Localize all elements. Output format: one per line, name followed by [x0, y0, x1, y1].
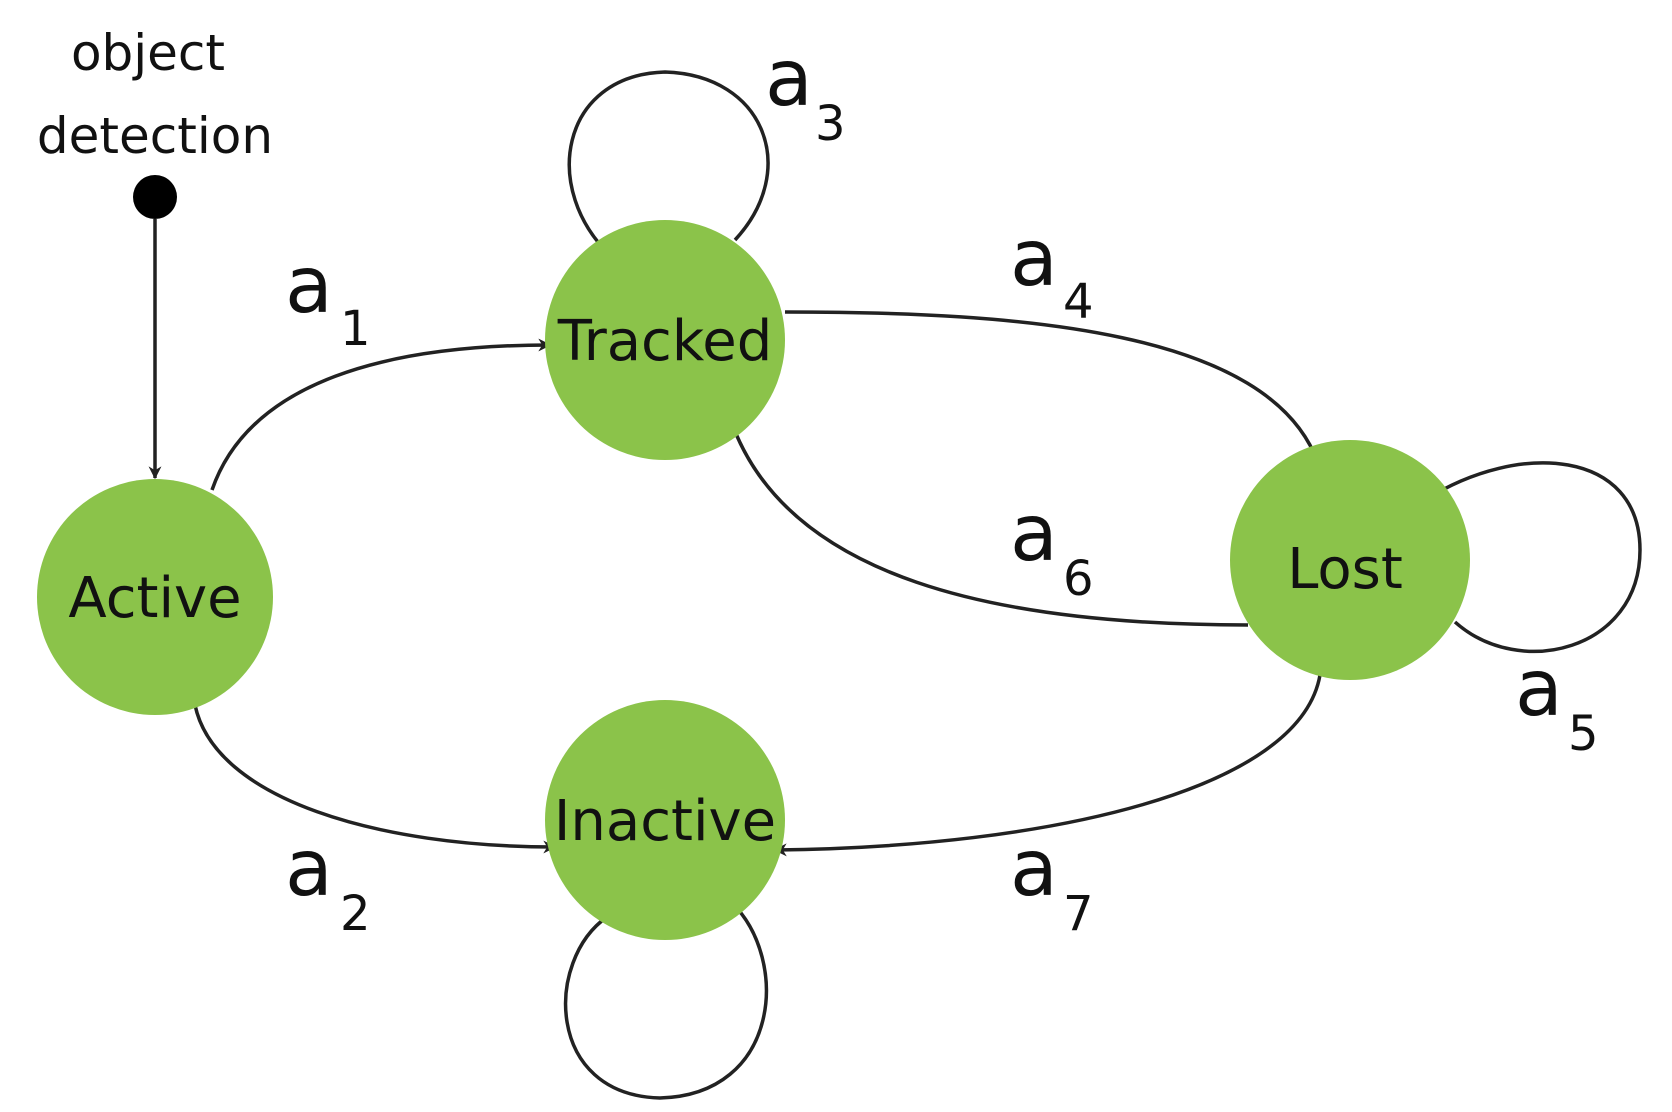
label-a3-sub: 3 — [815, 96, 846, 152]
label-a5-base: a — [1515, 644, 1563, 734]
state-lost-label: Lost — [1287, 537, 1403, 602]
state-tracked: Tracked — [545, 220, 785, 460]
state-lost-circle — [1230, 440, 1470, 680]
label-a4-base: a — [1010, 214, 1058, 304]
label-a2-sub: 2 — [340, 886, 371, 942]
state-inactive-circle — [545, 700, 785, 940]
label-a4-sub: 4 — [1063, 274, 1094, 330]
label-a7-base: a — [1010, 824, 1058, 914]
state-tracked-label: Tracked — [557, 309, 773, 374]
edge-a1 — [210, 338, 552, 491]
state-tracked-circle — [545, 220, 785, 460]
state-inactive-label: Inactive — [554, 789, 776, 854]
start-label-line2: detection — [37, 107, 273, 165]
edge-a2 — [193, 704, 557, 854]
state-active-label: Active — [68, 566, 241, 631]
label-a4: a 4 — [1010, 214, 1094, 330]
label-a2-base: a — [285, 824, 333, 914]
state-active: Active — [37, 479, 273, 715]
edge-a3 — [567, 70, 770, 259]
state-lost: Lost — [1230, 440, 1470, 680]
label-a6: a 6 — [1010, 489, 1094, 607]
start-label-line1: object — [71, 24, 225, 82]
label-a1: a 1 — [285, 241, 371, 357]
label-a1-base: a — [285, 241, 333, 331]
label-a1-sub: 1 — [340, 301, 371, 357]
label-a5: a 5 — [1515, 644, 1599, 762]
state-inactive: Inactive — [545, 700, 785, 940]
initial-state-dot — [133, 175, 177, 219]
state-active-circle — [37, 479, 273, 715]
label-a2: a 2 — [285, 824, 371, 942]
label-a3: a 3 — [765, 34, 846, 152]
label-a7-sub: 7 — [1063, 886, 1094, 942]
edge-inactive-self-loop — [563, 901, 769, 1100]
start-node: object detection — [37, 24, 273, 480]
label-a5-sub: 5 — [1568, 706, 1599, 762]
label-a3-base: a — [765, 34, 813, 124]
edge-a5 — [1423, 461, 1642, 654]
edge-a7 — [773, 674, 1322, 857]
label-a6-sub: 6 — [1063, 551, 1094, 607]
edge-a4 — [784, 310, 1321, 465]
label-a7: a 7 — [1010, 824, 1094, 942]
label-a6-base: a — [1010, 489, 1058, 579]
transitions — [193, 70, 1642, 1100]
edge-a6 — [727, 416, 1249, 627]
